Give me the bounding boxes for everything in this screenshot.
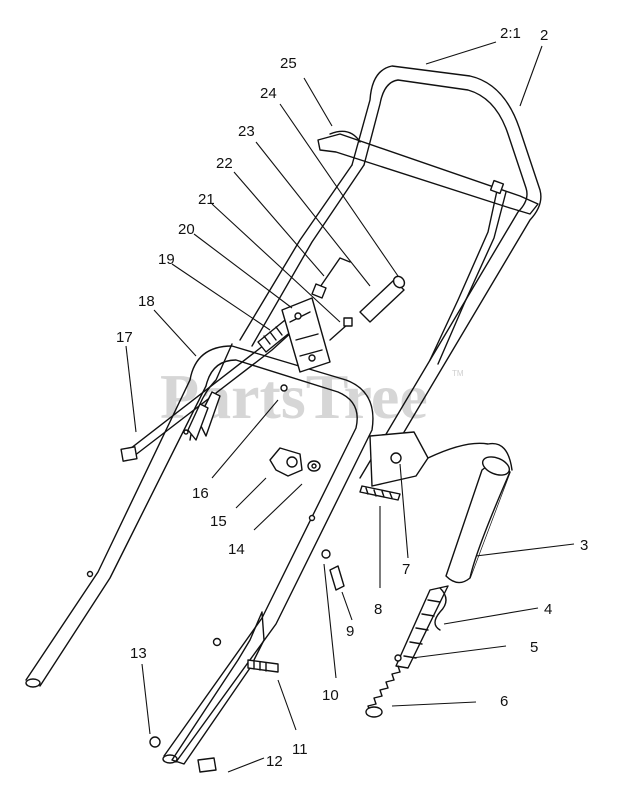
callout-23: 23 — [238, 123, 255, 140]
callout-3: 3 — [580, 537, 588, 554]
callout-4: 4 — [544, 601, 552, 618]
callout-15: 15 — [210, 513, 227, 530]
callout-19: 19 — [158, 251, 175, 268]
callout-17: 17 — [116, 329, 133, 346]
callout-14: 14 — [228, 541, 245, 558]
callout-7: 7 — [402, 561, 410, 578]
latch-bracket — [359, 431, 513, 501]
callout-24: 24 — [260, 85, 277, 102]
watermark-trademark: TM — [452, 369, 464, 378]
callout-10: 10 — [322, 687, 339, 704]
upper-handle — [239, 65, 542, 487]
callout-13: 13 — [130, 645, 147, 662]
callout-16: 16 — [192, 485, 209, 502]
callout-2-1: 2:1 — [500, 25, 521, 42]
callout-labels: 2:1 2 25 24 23 22 21 20 19 18 17 16 15 1… — [116, 25, 588, 770]
callout-2: 2 — [540, 27, 548, 44]
callout-11: 11 — [292, 741, 308, 758]
callout-18: 18 — [138, 293, 155, 310]
cable-bracket — [281, 257, 406, 373]
lower-handle — [25, 345, 374, 765]
hardware-knob — [269, 384, 321, 477]
callout-22: 22 — [216, 155, 233, 172]
leader-lines — [125, 41, 575, 773]
callout-5: 5 — [530, 639, 538, 656]
callout-9: 9 — [346, 623, 354, 640]
callout-12: 12 — [266, 753, 283, 770]
callout-8: 8 — [374, 601, 382, 618]
callout-6: 6 — [500, 693, 508, 710]
grip-assembly — [365, 456, 511, 718]
callout-25: 25 — [280, 55, 297, 72]
callout-21: 21 — [198, 191, 215, 208]
callout-20: 20 — [178, 221, 195, 238]
hardware-lower — [149, 637, 279, 773]
hardware-bolt — [321, 549, 345, 591]
